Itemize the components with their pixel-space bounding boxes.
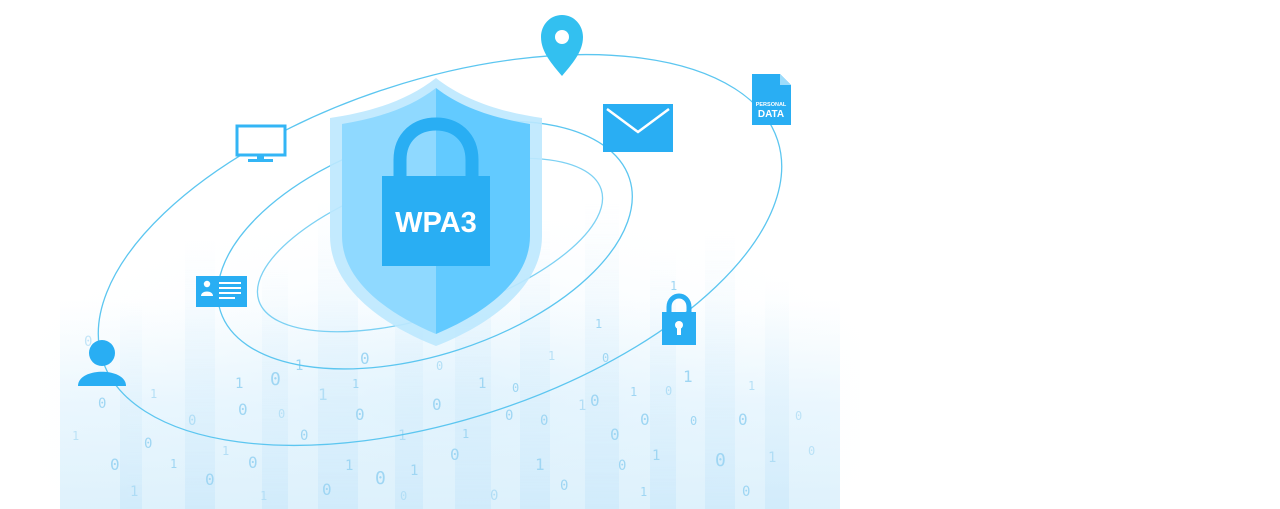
svg-text:0: 0 — [400, 489, 407, 503]
monitor-icon — [235, 124, 287, 162]
svg-text:0: 0 — [590, 391, 600, 410]
svg-text:1: 1 — [130, 484, 138, 500]
svg-text:1: 1 — [72, 429, 79, 443]
binary-digits: 0 0 1 0 1 0 1 1 0 0 1 0 1 0 0 0 1 0 1 0 … — [72, 279, 815, 504]
svg-text:1: 1 — [352, 377, 359, 391]
svg-text:0: 0 — [355, 405, 365, 424]
shield-padlock: WPA3 — [382, 117, 490, 266]
svg-text:0: 0 — [742, 484, 750, 500]
svg-text:0: 0 — [98, 396, 106, 412]
svg-text:1: 1 — [595, 317, 602, 331]
document-icon: PERSONAL DATA — [752, 74, 791, 125]
svg-text:0: 0 — [512, 381, 519, 395]
svg-text:0: 0 — [738, 410, 748, 429]
svg-text:0: 0 — [238, 400, 248, 419]
svg-text:1: 1 — [748, 379, 755, 393]
svg-text:1: 1 — [295, 358, 303, 374]
svg-text:0: 0 — [432, 395, 442, 414]
location-pin-icon — [541, 15, 583, 76]
svg-text:1: 1 — [652, 448, 660, 464]
svg-text:1: 1 — [345, 458, 353, 474]
svg-text:1: 1 — [170, 457, 177, 471]
document-label-line2: DATA — [758, 109, 784, 120]
svg-text:0: 0 — [110, 455, 120, 474]
svg-text:0: 0 — [450, 445, 460, 464]
svg-text:0: 0 — [144, 436, 152, 452]
svg-text:0: 0 — [610, 425, 620, 444]
svg-text:0: 0 — [322, 480, 332, 499]
svg-text:0: 0 — [84, 334, 92, 350]
svg-text:1: 1 — [318, 385, 328, 404]
svg-text:1: 1 — [260, 489, 267, 503]
svg-text:0: 0 — [665, 384, 672, 398]
svg-text:1: 1 — [683, 367, 693, 386]
svg-text:1: 1 — [150, 387, 157, 401]
svg-text:1: 1 — [398, 428, 406, 444]
svg-text:1: 1 — [222, 444, 229, 458]
id-card-icon — [196, 276, 247, 307]
padlock-icon — [662, 293, 696, 345]
svg-text:1: 1 — [640, 485, 647, 499]
svg-text:0: 0 — [540, 413, 548, 429]
svg-text:0: 0 — [715, 450, 726, 471]
svg-text:1: 1 — [670, 279, 677, 293]
svg-text:0: 0 — [188, 413, 196, 429]
svg-text:0: 0 — [375, 468, 386, 489]
svg-text:1: 1 — [548, 349, 555, 363]
user-icon — [78, 340, 126, 386]
svg-text:0: 0 — [270, 369, 281, 390]
svg-text:1: 1 — [410, 463, 418, 479]
svg-text:0: 0 — [360, 349, 370, 368]
svg-text:0: 0 — [640, 410, 650, 429]
svg-text:0: 0 — [505, 408, 513, 424]
svg-text:1: 1 — [630, 385, 637, 399]
svg-text:1: 1 — [535, 455, 545, 474]
svg-text:0: 0 — [278, 407, 285, 421]
svg-text:1: 1 — [462, 427, 469, 441]
svg-text:0: 0 — [490, 488, 498, 504]
svg-text:0: 0 — [300, 428, 308, 444]
svg-text:1: 1 — [478, 376, 486, 392]
svg-text:0: 0 — [436, 359, 443, 373]
svg-text:0: 0 — [602, 351, 609, 365]
svg-text:1: 1 — [768, 450, 776, 466]
svg-text:0: 0 — [205, 470, 215, 489]
svg-text:0: 0 — [690, 414, 697, 428]
svg-text:0: 0 — [795, 409, 802, 423]
svg-text:0: 0 — [618, 458, 626, 474]
svg-text:0: 0 — [808, 444, 815, 458]
envelope-icon — [603, 104, 673, 152]
svg-text:1: 1 — [578, 398, 586, 414]
svg-text:0: 0 — [560, 478, 568, 494]
document-label-line1: PERSONAL — [756, 102, 787, 108]
wpa3-label: WPA3 — [395, 207, 477, 239]
svg-text:0: 0 — [248, 453, 258, 472]
svg-text:1: 1 — [235, 376, 243, 392]
